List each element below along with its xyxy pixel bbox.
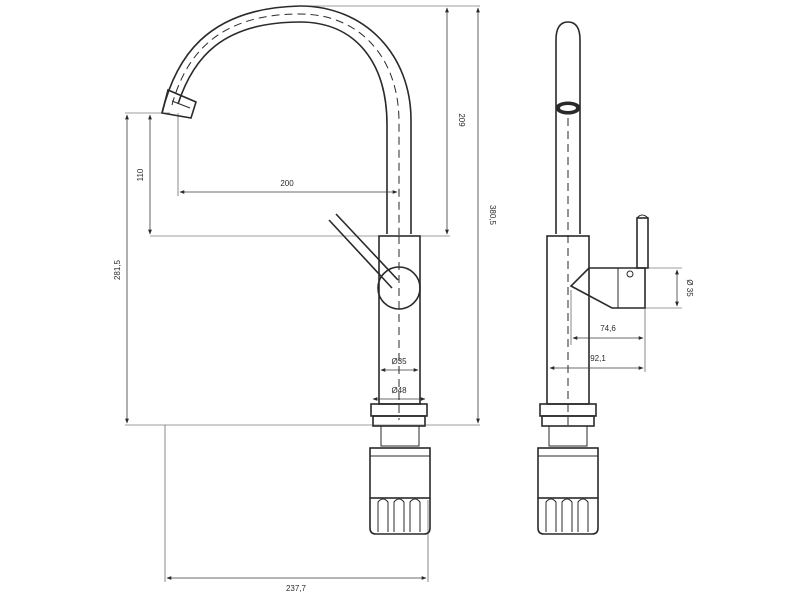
nut-rib-2 [393, 498, 405, 532]
dim-label-237: 237,7 [286, 584, 307, 593]
spout-outlet [161, 88, 197, 119]
side-nut-rib-1 [545, 498, 557, 532]
dim-label-380: 380,5 [488, 205, 497, 226]
dim-label-d48: Ø48 [391, 386, 407, 395]
dim-label-209: 209 [457, 113, 466, 127]
dim-label-281: 281,5 [113, 259, 122, 280]
base-ring [372, 415, 426, 427]
side-lever-handle [636, 217, 649, 269]
side-spout-outlet-inner [560, 105, 576, 111]
side-view [537, 21, 649, 535]
side-lever-screw [626, 270, 634, 278]
side-nut-grip [537, 498, 599, 535]
spout-outlet-ring [171, 100, 191, 109]
nut-rib-3 [409, 498, 421, 532]
nut-grip [369, 498, 431, 535]
dim-label-200: 200 [280, 179, 294, 188]
lever-handle-edge [335, 213, 399, 281]
dim-label-92: 92,1 [590, 354, 606, 363]
spout-outer [161, 5, 412, 234]
dim-label-lever-d35: Ø 35 [685, 279, 694, 297]
spout-inner [177, 21, 388, 234]
threaded-shank [380, 425, 420, 447]
side-lever-block [569, 267, 646, 309]
side-threaded-shank [548, 425, 588, 447]
dim-label-74: 74,6 [600, 324, 616, 333]
lever-handle [328, 219, 393, 289]
mounting-nut [369, 447, 431, 499]
front-view [161, 5, 431, 535]
spout-centerline [171, 13, 400, 235]
side-mounting-nut [537, 447, 599, 499]
side-lever-tip [636, 214, 649, 219]
dim-label-110: 110 [136, 168, 145, 181]
side-spout [555, 21, 581, 234]
side-dimensions: Ø 35 74,6 92,1 [549, 267, 694, 372]
nut-rib-1 [377, 498, 389, 532]
front-dimensions: 209 380,5 110 281,5 200 Ø35 Ø48 237,7 [113, 5, 497, 593]
side-nut-rib-3 [577, 498, 589, 532]
dim-label-d35: Ø35 [391, 357, 407, 366]
side-nut-rib-2 [561, 498, 573, 532]
